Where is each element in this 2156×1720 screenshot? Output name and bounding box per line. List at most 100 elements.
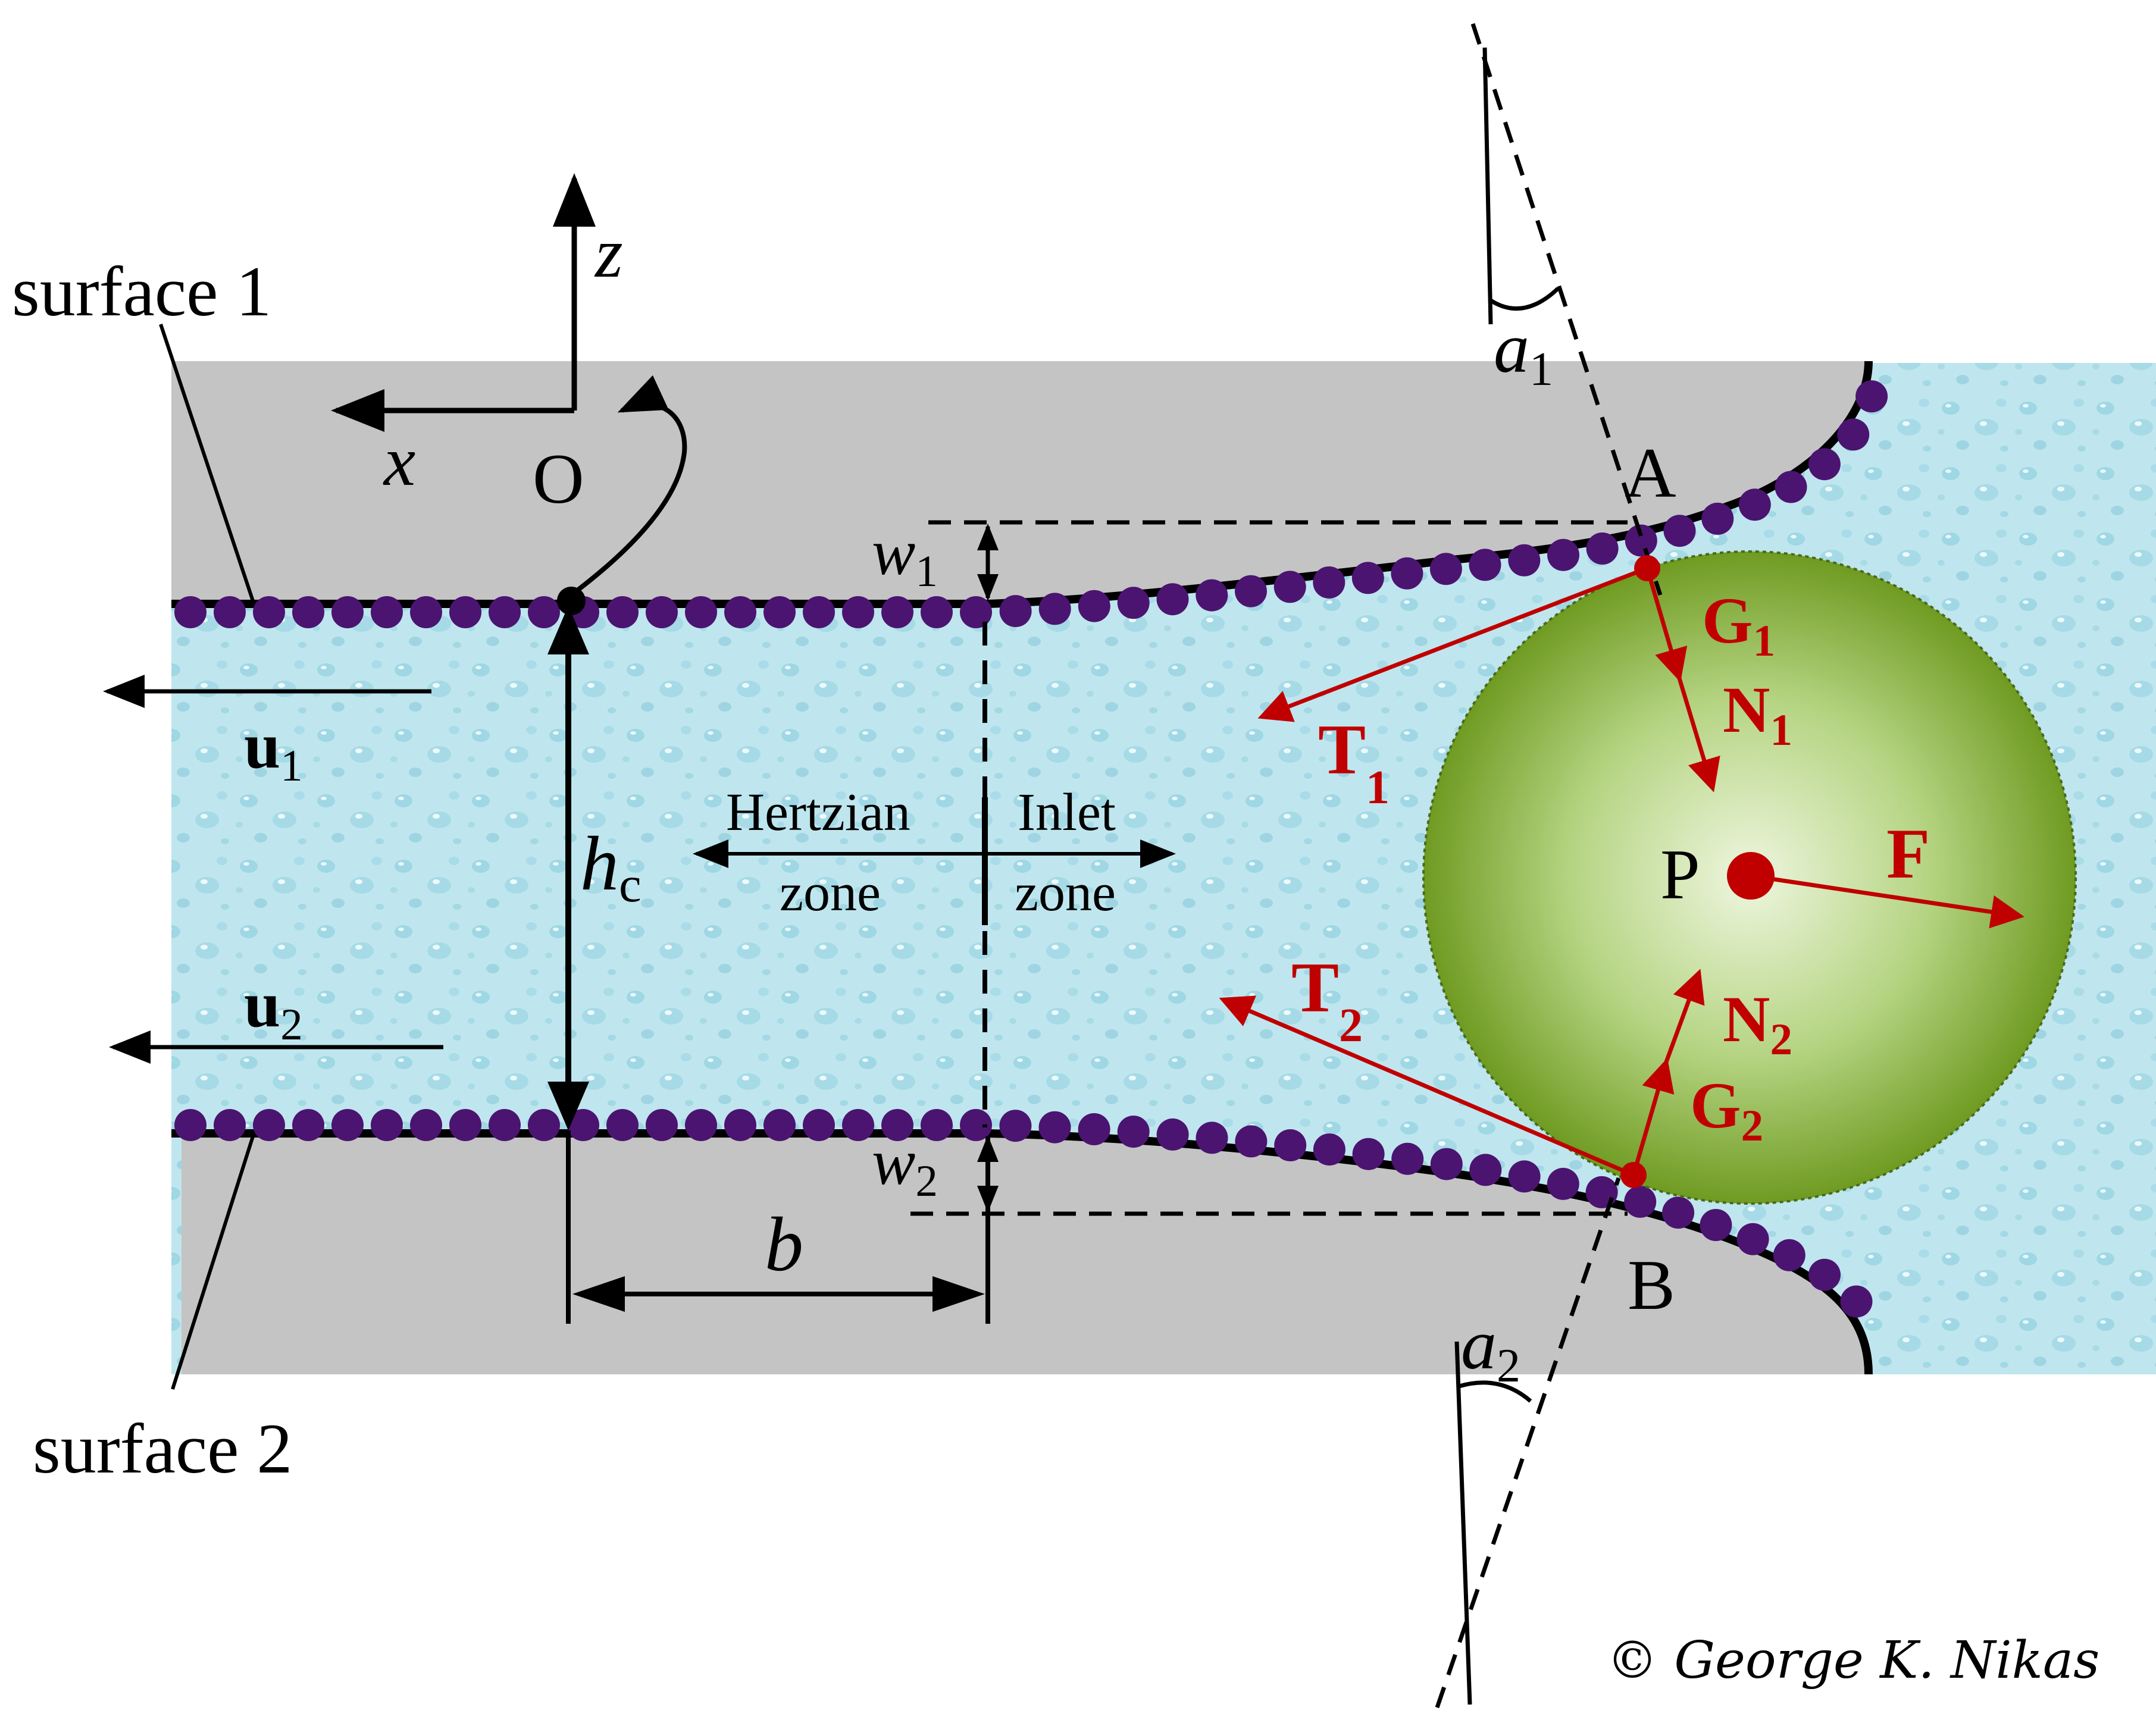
- G2-sub: 2: [1741, 1101, 1764, 1151]
- surface-2-solid: [182, 1133, 1869, 1374]
- surface-1-leader: [159, 324, 255, 601]
- adsorbed-molecule: [174, 596, 206, 628]
- adsorbed-molecule: [842, 596, 874, 628]
- adsorbed-molecule: [253, 596, 285, 628]
- adsorbed-molecule: [842, 1109, 874, 1141]
- adsorbed-molecule: [1773, 1239, 1805, 1271]
- adsorbed-molecule: [214, 1109, 246, 1141]
- N1-main: N: [1723, 673, 1770, 746]
- adsorbed-molecule: [1663, 515, 1696, 547]
- w2-main: w: [872, 1126, 915, 1198]
- adsorbed-molecule: [724, 596, 756, 628]
- T1-vector: [1257, 566, 1648, 722]
- F-label: F: [1886, 814, 1930, 893]
- surface-2-label: surface 2: [33, 1409, 292, 1488]
- G1-main: G: [1702, 584, 1753, 657]
- force-vectors: [1219, 566, 2024, 1177]
- hertzian-zone-label-2: zone: [780, 863, 881, 922]
- adsorbed-molecule: [1391, 557, 1423, 590]
- u1-label: u1: [244, 709, 303, 791]
- point-P-label: P: [1660, 835, 1700, 914]
- adsorbed-molecule: [1313, 566, 1345, 599]
- N2-main: N: [1723, 983, 1770, 1055]
- adsorbed-molecule: [1701, 502, 1734, 535]
- adsorbed-molecule: [1775, 471, 1807, 503]
- adsorbed-molecule: [567, 1109, 599, 1141]
- adsorbed-molecule: [1196, 1121, 1228, 1154]
- axis-x-label: x: [383, 421, 415, 500]
- adsorbed-molecule: [371, 1109, 403, 1141]
- adsorbed-molecule: [331, 1109, 364, 1141]
- adsorbed-molecule: [881, 596, 913, 628]
- adsorbed-molecule: [214, 596, 246, 628]
- N2-label: N2: [1723, 983, 1792, 1064]
- adsorbed-molecule: [763, 1109, 796, 1141]
- adsorbed-molecule: [410, 596, 442, 628]
- G2-vector: [1631, 1058, 1675, 1176]
- adsorbed-molecule: [1837, 418, 1870, 451]
- origin-point: [557, 587, 586, 615]
- a1-main: a: [1494, 308, 1529, 387]
- angle-a2-arc: [1459, 1380, 1532, 1403]
- adsorbed-molecule: [292, 1109, 324, 1141]
- G2-main: G: [1690, 1069, 1741, 1142]
- adsorbed-molecule: [606, 596, 639, 628]
- adsorbed-molecule: [1469, 1154, 1502, 1186]
- axis-z-label: z: [594, 213, 623, 292]
- origin-label: O: [533, 439, 584, 518]
- adsorbed-molecule: [960, 1109, 992, 1141]
- adsorbed-molecule: [921, 596, 953, 628]
- w1-sub: 1: [915, 547, 938, 596]
- T1-main: T: [1318, 710, 1366, 789]
- N2-sub: 2: [1770, 1015, 1792, 1064]
- N1-sub: 1: [1770, 706, 1792, 755]
- F-vector: [1750, 873, 2024, 929]
- adsorbed-molecule: [331, 596, 364, 628]
- w2-arrowhead-bottom: [977, 1186, 999, 1213]
- u2-sub: 2: [280, 1000, 303, 1049]
- surface-1-label: surface 1: [12, 252, 271, 331]
- adsorbed-molecule: [1700, 1209, 1732, 1241]
- vertical-reference-A: [1482, 47, 1493, 325]
- adsorbed-molecule: [1624, 1185, 1657, 1218]
- adsorbed-molecule: [1313, 1133, 1345, 1166]
- adsorbed-molecule: [371, 596, 403, 628]
- w1-arrowhead-top: [977, 524, 999, 550]
- adsorbed-molecule: [685, 596, 717, 628]
- adsorbed-molecule: [174, 1109, 206, 1141]
- tangent-line-B-dashed: [1435, 1177, 1621, 1709]
- u1-sub: 1: [280, 741, 303, 791]
- adsorbed-molecule: [489, 1109, 521, 1141]
- surface-1-solid: [171, 361, 1869, 604]
- adsorbed-molecule: [1156, 583, 1189, 616]
- copyright-signature: © George K. Nikas: [1607, 1631, 2099, 1690]
- T2-label: T2: [1291, 948, 1363, 1052]
- adsorbed-molecule: [528, 1109, 560, 1141]
- adsorbed-molecule: [1547, 538, 1579, 571]
- adsorbed-molecule: [410, 1109, 442, 1141]
- adsorbed-molecule: [1430, 1148, 1463, 1180]
- adsorbed-molecule: [1840, 1285, 1873, 1318]
- adsorbed-molecule: [449, 1109, 481, 1141]
- adsorbed-molecule: [292, 596, 324, 628]
- hertzian-zone-label-1: Hertzian: [726, 783, 910, 842]
- b-arrowhead-left: [572, 1276, 625, 1312]
- T1-sub: 1: [1366, 762, 1390, 814]
- hc-sub: c: [619, 857, 642, 913]
- N2-vector: [1664, 969, 1705, 1063]
- adsorbed-molecule: [803, 596, 835, 628]
- adsorbed-molecule: [1586, 532, 1619, 565]
- surface-2-molecule-layer: [174, 1109, 1873, 1318]
- adsorbed-molecule: [999, 595, 1032, 628]
- adsorbed-molecule: [1508, 1160, 1541, 1193]
- adsorbed-molecule: [1662, 1196, 1695, 1229]
- angle-a1-arc: [1490, 287, 1560, 311]
- adsorbed-molecule: [1808, 1258, 1841, 1291]
- w2-sub: 2: [915, 1157, 938, 1206]
- adsorbed-molecule: [253, 1109, 285, 1141]
- adsorbed-molecule: [1156, 1118, 1189, 1151]
- w1-arrowhead-bottom: [977, 574, 999, 601]
- adsorbed-molecule: [1274, 1129, 1307, 1161]
- adsorbed-molecule: [1625, 524, 1657, 557]
